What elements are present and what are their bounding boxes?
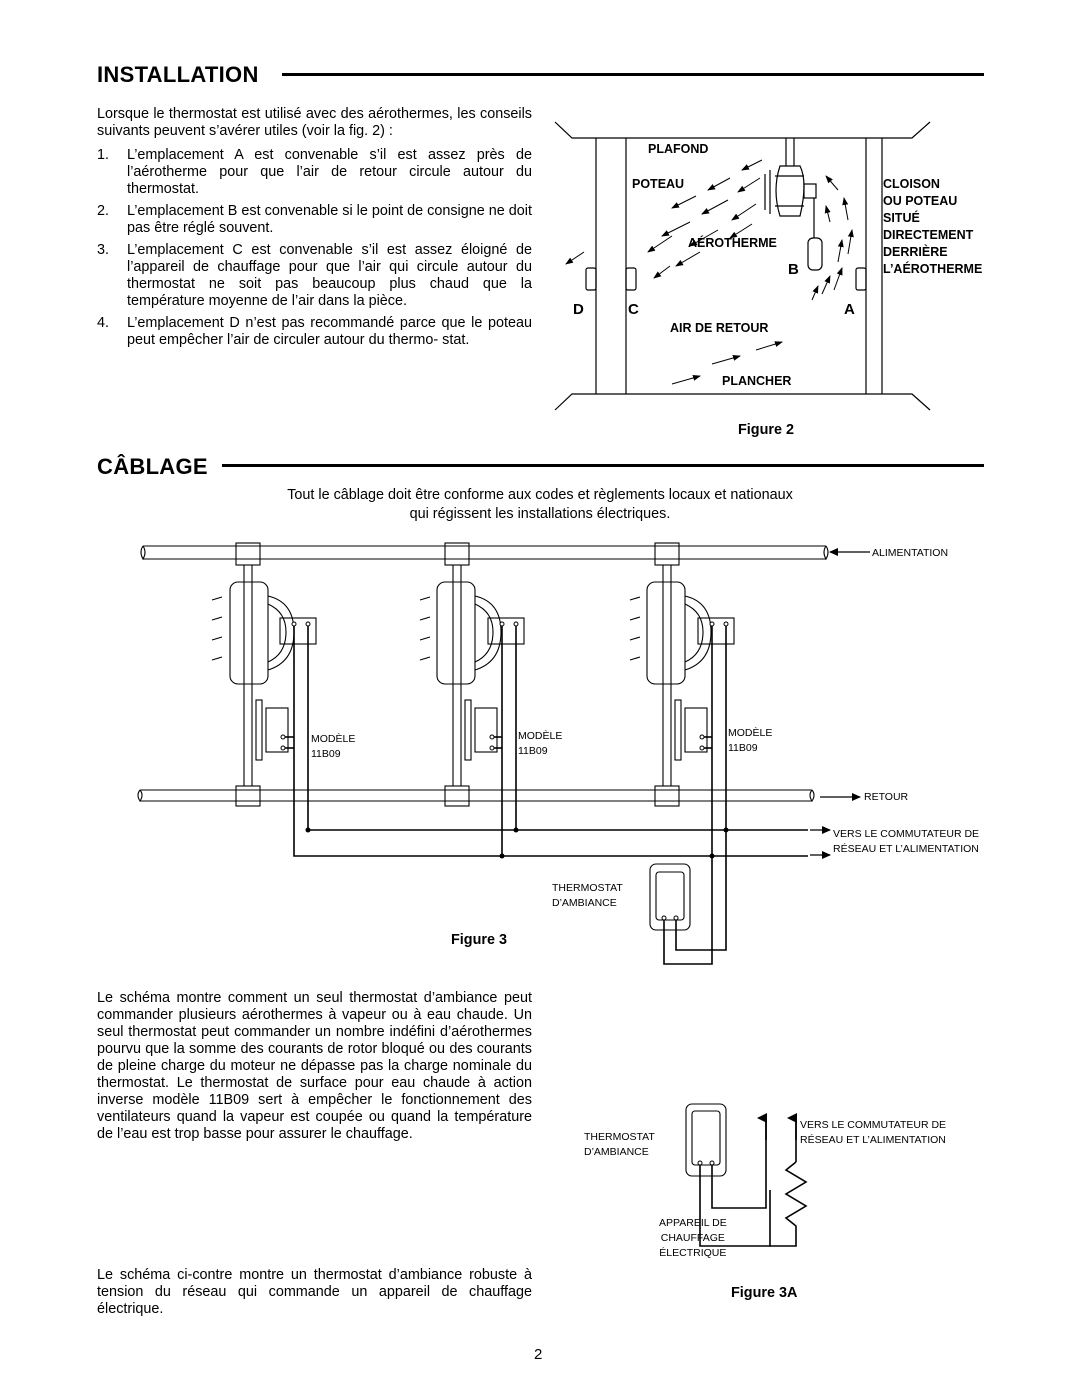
installation-heading: INSTALLATION	[97, 62, 259, 87]
paragraph-figure-3: Le schéma montre comment un seul thermos…	[97, 990, 532, 1142]
list-item: 2.L’emplacement B est convenable si le p…	[97, 203, 532, 236]
label-poteau: POTEAU	[632, 177, 685, 191]
cablage-intro-line1: Tout le câblage doit être conforme aux c…	[287, 487, 793, 503]
location-a: A	[844, 301, 855, 318]
installation-list: 1.L’emplacement A est convenable s’il es…	[97, 147, 532, 349]
cablage-heading: CÂBLAGE	[97, 454, 208, 479]
label-aerotherme: AÉROTHERME	[688, 236, 777, 250]
label-plafond: PLAFOND	[648, 142, 709, 156]
figure-3a-caption: Figure 3A	[731, 1285, 798, 1301]
installation-intro: Lorsque le thermostat est utilisé avec d…	[97, 106, 532, 139]
list-item: 4.L’emplacement D n’est pas recommandé p…	[97, 315, 532, 348]
location-d: D	[573, 301, 584, 318]
page-number: 2	[534, 1346, 543, 1363]
label-vers: VERS LE COMMUTATEUR DE RÉSEAU ET L’ALIME…	[833, 828, 980, 855]
list-item: 3.L’emplacement C est convenable s’il es…	[97, 242, 532, 309]
cablage-intro: Tout le câblage doit être conforme aux c…	[180, 486, 900, 524]
installation-text: Lorsque le thermostat est utilisé avec d…	[97, 106, 532, 354]
figure-3-caption: Figure 3	[451, 932, 507, 948]
location-c: C	[628, 301, 639, 318]
figure-2-caption: Figure 2	[738, 422, 794, 438]
list-item: 1.L’emplacement A est convenable s’il es…	[97, 147, 532, 197]
cablage-intro-line2: qui régissent les installations électriq…	[409, 506, 671, 522]
location-b: B	[788, 261, 799, 278]
label-retour: RETOUR	[864, 791, 909, 803]
label-alimentation: ALIMENTATION	[872, 547, 949, 559]
heading-rule	[222, 464, 984, 467]
paragraph-figure-3a: Le schéma ci-contre montre un thermostat…	[97, 1267, 532, 1317]
label-appareil: APPAREIL DE CHAUFFAGE ÉLECTRIQUE	[659, 1217, 727, 1259]
label-air-retour: AIR DE RETOUR	[670, 321, 769, 335]
heading-rule	[282, 73, 984, 76]
label-plancher: PLANCHER	[722, 374, 792, 388]
label-cloison: CLOISON OU POTEAU SITUÉ DIRECTEMENT DERR…	[883, 177, 983, 276]
